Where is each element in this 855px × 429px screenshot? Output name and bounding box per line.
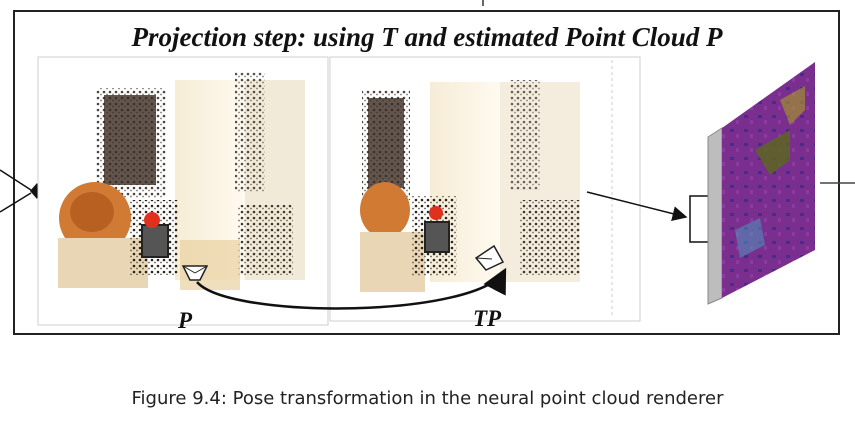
label-p: P bbox=[177, 308, 193, 333]
figure-caption: Figure 9.4: Pose transformation in the n… bbox=[131, 388, 724, 409]
feature-map-slab bbox=[707, 62, 815, 305]
point-cloud-tp-panel bbox=[329, 56, 641, 322]
incoming-arrow-lower bbox=[0, 192, 32, 213]
label-tp: TP bbox=[473, 306, 502, 331]
arrow-to-feature bbox=[586, 191, 688, 221]
pose-transformation-arc bbox=[196, 267, 507, 310]
point-cloud-p-panel bbox=[37, 56, 329, 326]
figure-title: Projection step: using T and estimated P… bbox=[130, 22, 723, 52]
camera-frustum-tp bbox=[474, 244, 505, 271]
incoming-arrow-upper bbox=[0, 169, 32, 191]
projection-frame bbox=[13, 10, 840, 335]
